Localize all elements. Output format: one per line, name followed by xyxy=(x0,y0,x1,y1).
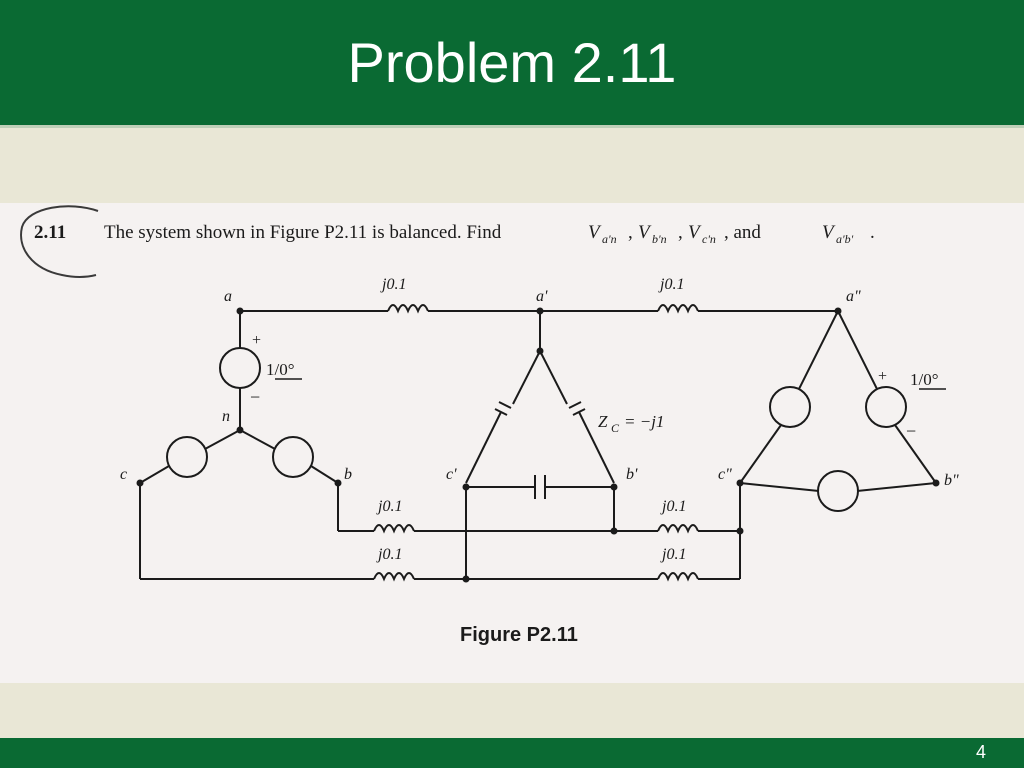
node-label-b-prime: b' xyxy=(626,466,638,483)
delta-source xyxy=(739,310,937,579)
page-number: 4 xyxy=(975,742,986,762)
impedance-label-mid-right: j0.1 xyxy=(660,498,686,515)
source-circle-b xyxy=(272,436,314,478)
capacitor-impedance-subscript: C xyxy=(611,421,620,435)
node-label-c-prime: c' xyxy=(446,466,457,483)
delta-source-circle-ab xyxy=(865,386,907,428)
node-label-c: c xyxy=(120,466,127,483)
find-var-2-sub: b'n xyxy=(652,232,667,246)
node-label-a-prime: a' xyxy=(536,288,548,305)
impedance-label-bot-left: j0.1 xyxy=(376,546,402,563)
delta-source-wire-ab xyxy=(837,310,878,390)
minus-sign-left: − xyxy=(250,387,260,407)
impedance-label-top-left: j0.1 xyxy=(380,276,406,293)
node-label-b-dprime: b" xyxy=(944,472,959,489)
node-label-a-dprime: a" xyxy=(846,288,861,305)
find-var-3-sub: c'n xyxy=(702,232,716,246)
find-var-1-sub: a'n xyxy=(602,232,617,246)
junction-dots xyxy=(136,307,940,583)
middle-line-wire xyxy=(338,524,740,532)
svg-text:.: . xyxy=(870,222,875,243)
find-var-3: V xyxy=(688,222,702,243)
impedance-label-mid-left: j0.1 xyxy=(376,498,402,515)
capacitor-impedance-value: = −j1 xyxy=(624,412,664,431)
wye-source xyxy=(139,311,339,531)
hand-drawn-circle-mark xyxy=(20,205,99,278)
minus-sign-right: − xyxy=(906,421,916,441)
circuit-figure: 2.11 The system shown in Figure P2.11 is… xyxy=(20,205,959,646)
bottom-line-wire xyxy=(139,483,740,580)
source-phasor-right: 1/0° xyxy=(910,370,939,389)
capacitor-impedance-symbol: Z xyxy=(598,412,608,431)
problem-stem: The system shown in Figure P2.11 is bala… xyxy=(104,222,502,243)
impedance-label-top-right: j0.1 xyxy=(658,276,684,293)
find-var-4-sub: a'b' xyxy=(836,232,854,246)
plus-sign-right: + xyxy=(878,368,887,385)
node-label-b: b xyxy=(344,466,352,483)
figure-panel: 2.11 The system shown in Figure P2.11 is… xyxy=(0,203,1024,683)
node-label-a: a xyxy=(224,288,232,305)
node-label-c-dprime: c" xyxy=(718,466,732,483)
find-var-2: V xyxy=(638,222,652,243)
svg-text:,: , xyxy=(628,222,633,243)
problem-number: 2.11 xyxy=(34,222,66,243)
delta-source-circle-bc xyxy=(817,470,859,512)
source-phasor-left: 1/0° xyxy=(266,360,295,379)
figure-caption: Figure P2.11 xyxy=(460,624,578,646)
source-circle-a xyxy=(219,347,261,389)
and-text: , and xyxy=(724,222,761,243)
find-var-1: V xyxy=(588,222,602,243)
delta-source-circle-ca xyxy=(769,386,811,428)
slide-title: Problem 2.11 xyxy=(347,31,677,94)
delta-capacitor-load xyxy=(465,311,615,579)
footer-bar: 4 xyxy=(0,738,1024,768)
find-var-4: V xyxy=(822,222,836,243)
node-label-n: n xyxy=(222,408,230,425)
source-circle-c xyxy=(166,436,208,478)
delta-source-wire-ac xyxy=(798,310,839,390)
title-bar: Problem 2.11 xyxy=(0,0,1024,128)
svg-text:,: , xyxy=(678,222,683,243)
plus-sign-left: + xyxy=(252,332,261,349)
impedance-label-bot-right: j0.1 xyxy=(660,546,686,563)
